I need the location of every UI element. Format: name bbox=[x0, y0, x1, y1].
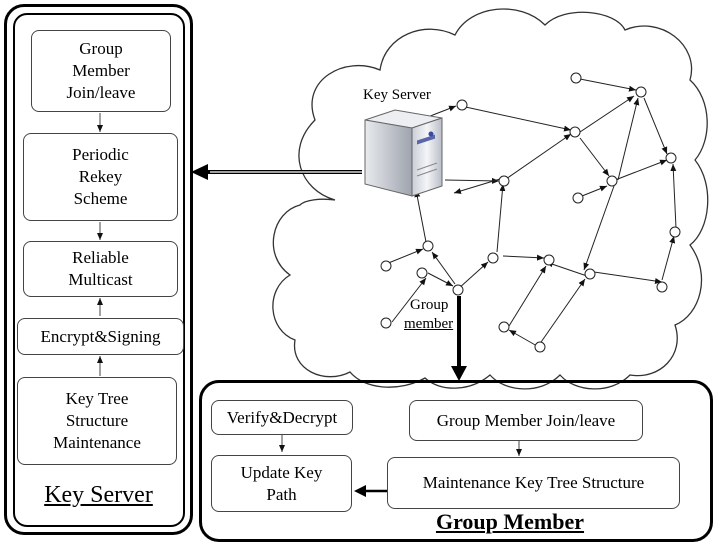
key-server-inner-frame bbox=[13, 13, 185, 527]
step-periodic-rekey: Periodic Rekey Scheme bbox=[23, 133, 178, 221]
server-icon bbox=[364, 109, 443, 197]
group-member-title: Group Member bbox=[435, 509, 585, 534]
step-encrypt-signing: Encrypt&Signing bbox=[17, 318, 184, 355]
key-server-panel bbox=[4, 4, 193, 535]
step-key-tree-maintenance: Key Tree Structure Maintenance bbox=[17, 377, 177, 465]
key-server-title: Key Server bbox=[44, 482, 153, 508]
member-label-line1: Group bbox=[410, 297, 449, 313]
network-edges bbox=[385, 78, 677, 347]
step-maintain-key-tree: Maintenance Key Tree Structure bbox=[387, 457, 680, 509]
member-label-line2: member bbox=[404, 316, 454, 332]
network-nodes bbox=[380, 72, 681, 353]
cloud-shape bbox=[272, 8, 709, 390]
server-arrow-head bbox=[191, 164, 208, 180]
group-member-panel bbox=[199, 380, 713, 542]
step-gm-join-leave: Group Member Join/leave bbox=[409, 400, 643, 441]
step-member-join-leave: Group Member Join/leave bbox=[31, 30, 171, 112]
step-update-key-path: Update Key Path bbox=[211, 455, 352, 512]
maintain-arrow-head bbox=[354, 485, 366, 497]
server-label: Key Server bbox=[363, 87, 431, 103]
step-reliable-multicast: Reliable Multicast bbox=[23, 241, 178, 297]
group-member-flow-arrows bbox=[279, 435, 522, 456]
step-verify-decrypt: Verify&Decrypt bbox=[211, 400, 353, 435]
member-arrow-head bbox=[451, 366, 467, 381]
